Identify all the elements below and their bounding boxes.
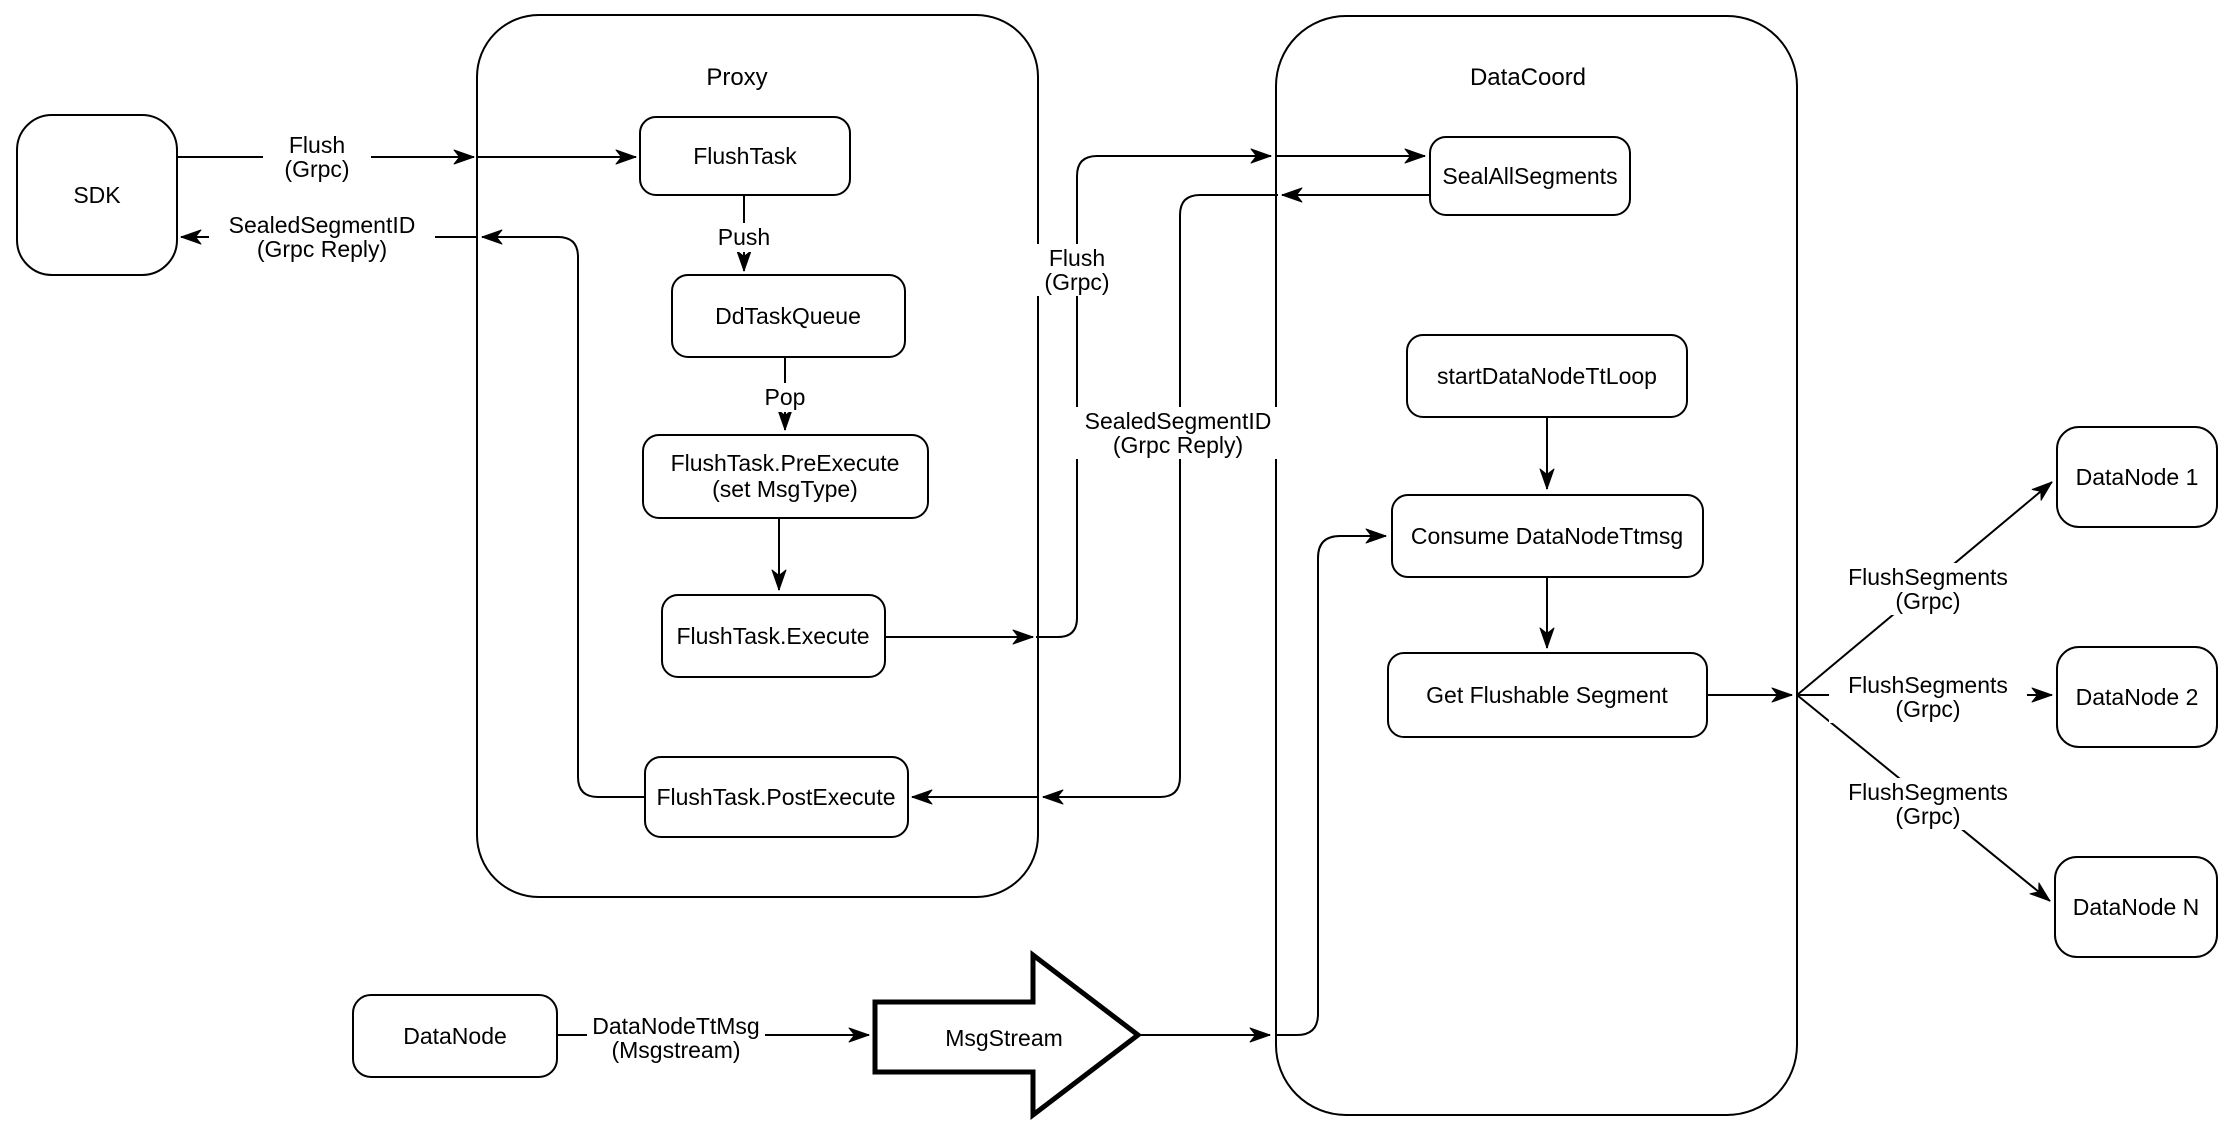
edge-label-text: (Grpc) (1895, 588, 1960, 614)
edge-label-text: FlushSegments (1848, 779, 2008, 805)
edge-label-sdk-reply: SealedSegmentID (Grpc Reply) (209, 211, 435, 263)
node-startdatanodettloop: startDataNodeTtLoop (1406, 334, 1688, 418)
edge-label-text: (Grpc) (284, 156, 349, 182)
node-msgstream: MsgStream (872, 949, 1143, 1121)
edge-label-text: Flush (289, 132, 345, 158)
edge-label-text: SealedSegmentID (1085, 408, 1272, 434)
edge-label-proxy-flush: Flush (Grpc) (1023, 244, 1131, 296)
node-label: Consume DataNodeTtmsg (1411, 523, 1683, 549)
node-label: DataNode 1 (2076, 464, 2199, 490)
edge-label-text: DataNodeTtMsg (592, 1013, 759, 1039)
edge-label-push: Push (710, 223, 778, 252)
node-preexecute: FlushTask.PreExecute (set MsgType) (642, 434, 929, 519)
edge-label-text: Pop (765, 384, 806, 410)
node-datanode-2: DataNode 2 (2056, 646, 2218, 748)
edge-label-text: Push (718, 224, 770, 250)
node-label: DdTaskQueue (715, 303, 861, 329)
node-label: DataNode 2 (2076, 684, 2199, 710)
edge-label-flushsegments-1: FlushSegments (Grpc) (1829, 563, 2027, 615)
edge-label-text: Flush (1049, 245, 1105, 271)
container-proxy-label: Proxy (706, 64, 767, 91)
edge-label-text: (Grpc) (1044, 269, 1109, 295)
node-consume-datanodettmsg: Consume DataNodeTtmsg (1391, 494, 1704, 578)
edge-label-text: (Grpc Reply) (257, 236, 387, 262)
edge-label-text: SealedSegmentID (229, 212, 416, 238)
container-proxy: Proxy (476, 14, 1039, 898)
node-sdk: SDK (16, 114, 178, 276)
edge-label-flushsegments-n: FlushSegments (Grpc) (1829, 778, 2027, 830)
edge-label-text: (Grpc) (1895, 696, 1960, 722)
node-datanode-bottom: DataNode (352, 994, 558, 1078)
edge-proxy-edge-to-datacoord-edge (1036, 148, 1272, 638)
edge-label-text: (Grpc Reply) (1113, 432, 1243, 458)
node-label: FlushTask.PreExecute (671, 450, 900, 476)
node-label: MsgStream (945, 1025, 1063, 1051)
edge-label-datanode-ttmsg: DataNodeTtMsg (Msgstream) (587, 1012, 765, 1064)
node-get-flushable-segment: Get Flushable Segment (1387, 652, 1708, 738)
node-execute: FlushTask.Execute (661, 594, 886, 678)
edge-datacoord-edge-to-consume (1276, 528, 1387, 1036)
node-label: FlushTask.PostExecute (656, 784, 895, 810)
node-label: SDK (73, 182, 121, 208)
container-datacoord: DataCoord (1275, 15, 1798, 1116)
node-label: FlushTask.Execute (676, 623, 869, 649)
container-datacoord-label: DataCoord (1470, 64, 1586, 91)
edge-label-text: FlushSegments (1848, 564, 2008, 590)
edge-label-flushsegments-2: FlushSegments (Grpc) (1829, 671, 2027, 723)
node-label: SealAllSegments (1442, 163, 1617, 189)
node-datanode-1: DataNode 1 (2056, 426, 2218, 528)
node-flushtask: FlushTask (639, 116, 851, 196)
node-label: FlushTask (693, 143, 797, 169)
msgstream-arrow-shape (872, 949, 1143, 1121)
edge-label-text: FlushSegments (1848, 672, 2008, 698)
edge-label-text: (Msgstream) (611, 1037, 740, 1063)
edge-label-coord-reply: SealedSegmentID (Grpc Reply) (1065, 407, 1291, 459)
node-label: DataNode (403, 1023, 507, 1049)
edge-label-sdk-flush: Flush (Grpc) (263, 131, 371, 183)
edge-label-pop: Pop (750, 383, 820, 412)
node-label: Get Flushable Segment (1426, 682, 1668, 708)
edge-postexecute-to-proxy-edge (481, 229, 645, 798)
edge-label-text: (Grpc) (1895, 803, 1960, 829)
node-label: startDataNodeTtLoop (1437, 363, 1657, 389)
node-postexecute: FlushTask.PostExecute (644, 756, 909, 838)
node-sealallsegments: SealAllSegments (1429, 136, 1631, 216)
node-label: DataNode N (2073, 894, 2200, 920)
node-ddtaskqueue: DdTaskQueue (671, 274, 906, 358)
node-label: (set MsgType) (712, 476, 858, 502)
edge-datacoord-edge-to-proxy-edge-reply (1042, 194, 1278, 805)
node-datanode-n: DataNode N (2054, 856, 2218, 958)
